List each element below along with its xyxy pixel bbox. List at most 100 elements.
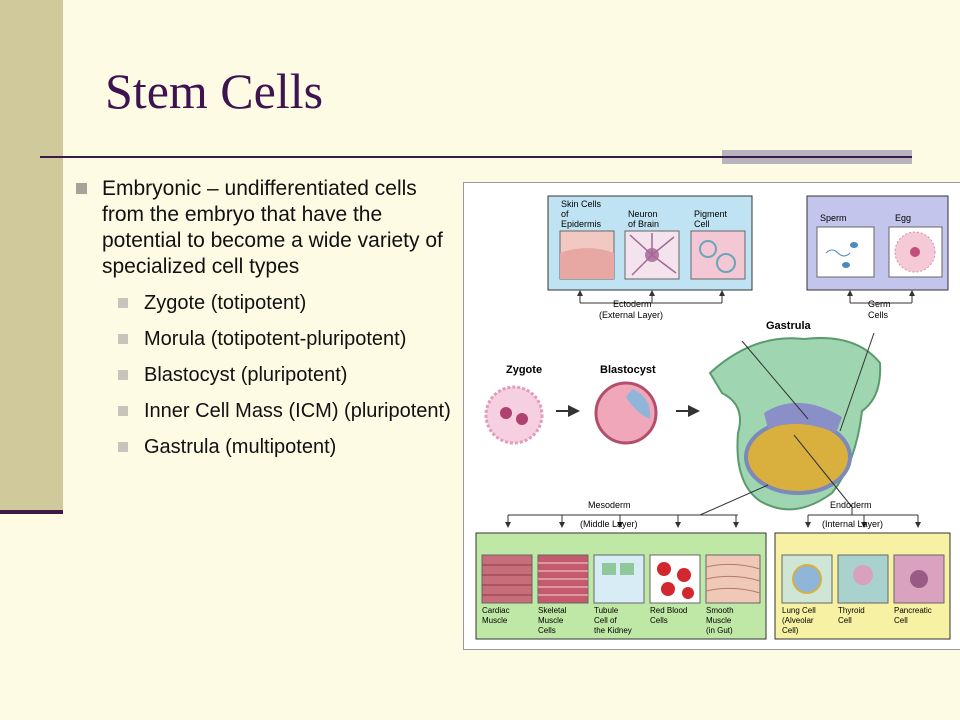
mesoderm-cell-label: Tubule <box>594 606 619 615</box>
tubule-cell-icon <box>620 563 634 575</box>
sub-bullet-marker <box>118 334 128 344</box>
smooth-fibers-icon <box>705 563 761 594</box>
germ-label-sperm: Sperm <box>820 213 847 223</box>
sub-bullet-text: Zygote (totipotent) <box>144 292 307 314</box>
skin-layer-icon <box>560 248 614 279</box>
pigment-ring-icon <box>699 240 717 258</box>
ecto-label-b1: Neuron <box>628 209 658 219</box>
pigment-cell-icon <box>690 230 746 280</box>
sub-bullet-marker <box>118 406 128 416</box>
germ-label: Germ <box>868 299 891 309</box>
mesoderm-cell-label: (in Gut) <box>706 626 733 635</box>
mesoderm-cell-label: Cells <box>650 616 668 625</box>
mesoderm-cell-label: the Kidney <box>594 626 632 635</box>
ecto-label-c2: Cell <box>694 219 710 229</box>
sub-bullet-zygote: Zygote (totipotent) <box>118 290 456 316</box>
ecto-label-b2: of Brain <box>628 219 659 229</box>
mesoderm-box: Cardiac Muscle Skeletal Muscle Cells Tub… <box>475 532 767 640</box>
mesoderm-cell-label: Muscle <box>706 616 732 625</box>
ectoderm-box: Skin Cells of Epidermis Neuron of Brain … <box>547 195 753 291</box>
ectoderm-label: Ectoderm <box>613 299 652 309</box>
endoderm-cell-label: Pancreatic <box>894 606 932 615</box>
mesoderm-cell-label: Red Blood <box>650 606 687 615</box>
slide-title: Stem Cells <box>105 63 324 119</box>
alveolar-icon <box>792 564 822 594</box>
sub-bullet-marker <box>118 298 128 308</box>
skeletal-stripes-icon <box>538 562 588 596</box>
endoderm-box: Lung Cell (Alveolar Cell) Thyroid Cell P… <box>774 532 951 640</box>
sub-bullet-text: Gastrula (multipotent) <box>144 436 337 458</box>
ecto-label-a2: of <box>561 209 569 219</box>
bullet-embryonic: Embryonic – undifferentiated cells from … <box>76 176 456 280</box>
sub-bullet-gastrula: Gastrula (multipotent) <box>118 434 456 460</box>
zygote-nucleus-icon <box>516 413 528 425</box>
blastocyst-label: Blastocyst <box>600 364 656 376</box>
sub-bullet-morula: Morula (totipotent-pluripotent) <box>118 326 456 352</box>
ecto-label-c1: Pigment <box>694 209 728 219</box>
endoderm-cell-label: Thyroid <box>838 606 865 615</box>
endoderm-sublabel: (Internal Layer) <box>822 519 883 529</box>
sub-bullet-blastocyst: Blastocyst (pluripotent) <box>118 362 456 388</box>
pigment-ring-icon <box>716 253 736 273</box>
stem-cell-diagram: Skin Cells of Epidermis Neuron of Brain … <box>463 182 960 650</box>
egg-nucleus-icon <box>910 247 920 257</box>
gastrula-label: Gastrula <box>766 320 812 332</box>
endoderm-cell-label: (Alveolar <box>782 616 814 625</box>
sub-bullet-text: Blastocyst (pluripotent) <box>144 364 348 386</box>
sub-bullet-marker <box>118 442 128 452</box>
tubule-cell-icon <box>602 563 616 575</box>
sub-bullet-text: Inner Cell Mass (ICM) (pluripotent) <box>144 400 451 422</box>
mesoderm-cell-label: Cell of <box>594 616 617 625</box>
zygote-nucleus-icon <box>500 407 512 419</box>
kidney-tubule-icon <box>593 554 645 604</box>
ecto-label-a3: Epidermis <box>561 219 602 229</box>
inner-cell-mass-icon <box>626 389 651 419</box>
sidebar-band <box>0 0 63 512</box>
title-rule <box>40 156 912 158</box>
mesoderm-cell-label: Muscle <box>482 616 508 625</box>
endoderm-cell-label: Cell <box>894 616 908 625</box>
mesoderm-sublabel: (Middle Layer) <box>580 519 638 529</box>
bullet-list: Embryonic – undifferentiated cells from … <box>76 176 456 460</box>
rbc-icon <box>682 587 694 599</box>
endoderm-label: Endoderm <box>830 500 872 510</box>
sidebar-rule <box>0 510 63 514</box>
endoderm-cell-label: Cell) <box>782 626 799 635</box>
top-connectors <box>577 290 915 304</box>
ectoderm-sublabel: (External Layer) <box>599 310 663 320</box>
ecto-label-a1: Skin Cells <box>561 199 602 209</box>
cardiac-muscle-icon <box>481 554 533 604</box>
mesoderm-cell-label: Muscle <box>538 616 564 625</box>
zygote-label: Zygote <box>506 364 542 376</box>
rbc-icon <box>677 568 691 582</box>
gastrula-icon <box>708 332 882 511</box>
bottom-connectors <box>505 484 921 528</box>
bullet-marker <box>76 183 87 194</box>
cardiac-stripes-icon <box>482 564 532 596</box>
sperm-head-icon <box>842 262 850 268</box>
germ-label-egg: Egg <box>895 213 911 223</box>
sperm-icon <box>816 226 875 278</box>
mesoderm-cell-label: Cells <box>538 626 556 635</box>
endoderm-cell-label: Cell <box>838 616 852 625</box>
sub-bullet-text: Morula (totipotent-pluripotent) <box>144 328 407 350</box>
diagram-svg: Skin Cells of Epidermis Neuron of Brain … <box>475 195 951 640</box>
mesoderm-cell-label: Smooth <box>706 606 734 615</box>
mesoderm-cell-label: Cardiac <box>482 606 510 615</box>
sub-bullet-marker <box>118 370 128 380</box>
zygote-icon <box>484 385 544 445</box>
mesoderm-label: Mesoderm <box>588 500 631 510</box>
germ-cells-box: Sperm Egg <box>806 195 949 291</box>
germ-sublabel: Cells <box>868 310 889 320</box>
sperm-head-icon <box>850 242 858 248</box>
bullet-text: Embryonic – undifferentiated cells from … <box>102 177 443 278</box>
rbc-icon <box>661 582 675 596</box>
endoderm-cell-label: Lung Cell <box>782 606 816 615</box>
pancreatic-nucleus-icon <box>910 570 928 588</box>
neuron-dendrites-icon <box>629 233 677 276</box>
sperm-tail-icon <box>825 249 851 257</box>
mesoderm-cell-label: Skeletal <box>538 606 567 615</box>
rbc-icon <box>657 562 671 576</box>
sub-bullet-icm: Inner Cell Mass (ICM) (pluripotent) <box>118 398 456 424</box>
thyroid-nucleus-icon <box>853 565 873 585</box>
